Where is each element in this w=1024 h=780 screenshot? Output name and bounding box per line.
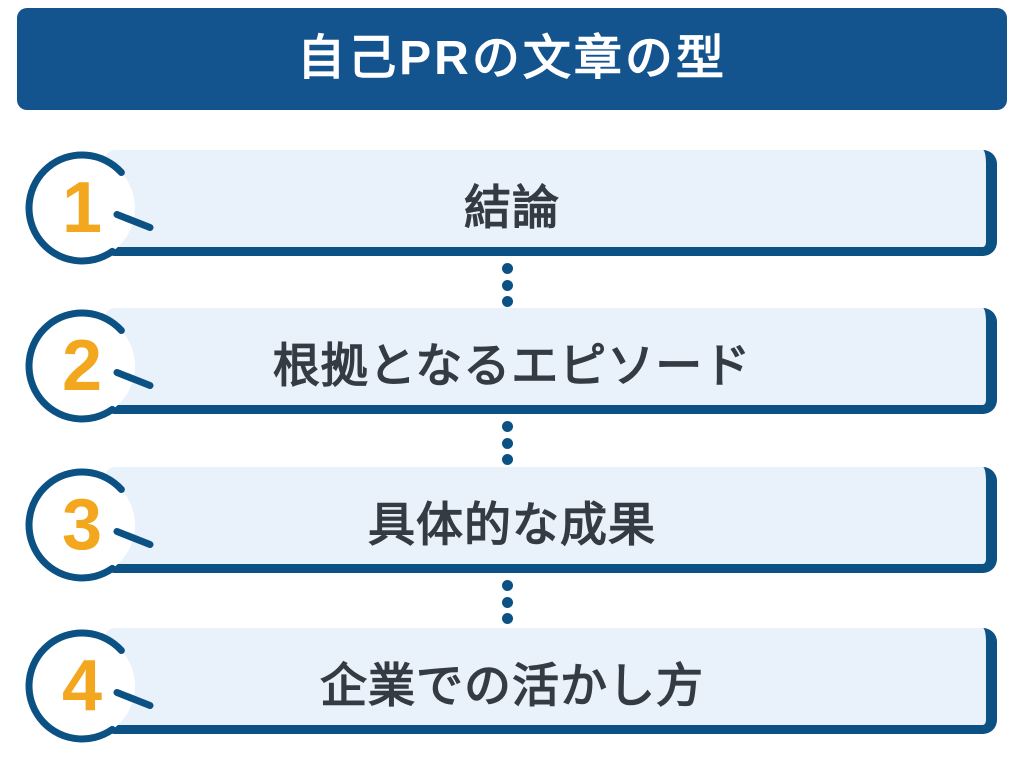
step-number-badge: 3 [61, 485, 103, 565]
step-number-badge: 4 [61, 646, 103, 726]
dot [502, 296, 513, 307]
step-circle-icon [20, 148, 170, 268]
step-row-2: 2 根拠となるエピソード [0, 308, 1024, 468]
step-circle-icon [20, 306, 170, 426]
step-row-3: 3 具体的な成果 [0, 467, 1024, 627]
dot [502, 613, 513, 624]
step-row-1: 1 結論 [0, 150, 1024, 310]
dot [502, 263, 513, 274]
header-banner: 自己PRの文章の型 [17, 8, 1007, 110]
step-number-badge: 2 [61, 326, 103, 406]
step-box-4 [105, 628, 997, 734]
step-circle-icon [20, 465, 170, 585]
dot [502, 580, 513, 591]
step-row-4: 4 企業での活かし方 [0, 628, 1024, 780]
step-circle-icon [20, 626, 170, 746]
step-box-3 [105, 467, 997, 573]
page-title: 自己PRの文章の型 [297, 32, 727, 85]
connector-dots [502, 580, 513, 624]
dot [502, 279, 513, 291]
dot [502, 437, 513, 449]
step-box-1 [105, 150, 997, 256]
dot [502, 454, 513, 465]
dot [502, 596, 513, 608]
step-box-2 [105, 308, 997, 414]
connector-dots [502, 263, 513, 307]
dot [502, 421, 513, 432]
connector-dots [502, 421, 513, 465]
step-number-badge: 1 [61, 168, 103, 248]
